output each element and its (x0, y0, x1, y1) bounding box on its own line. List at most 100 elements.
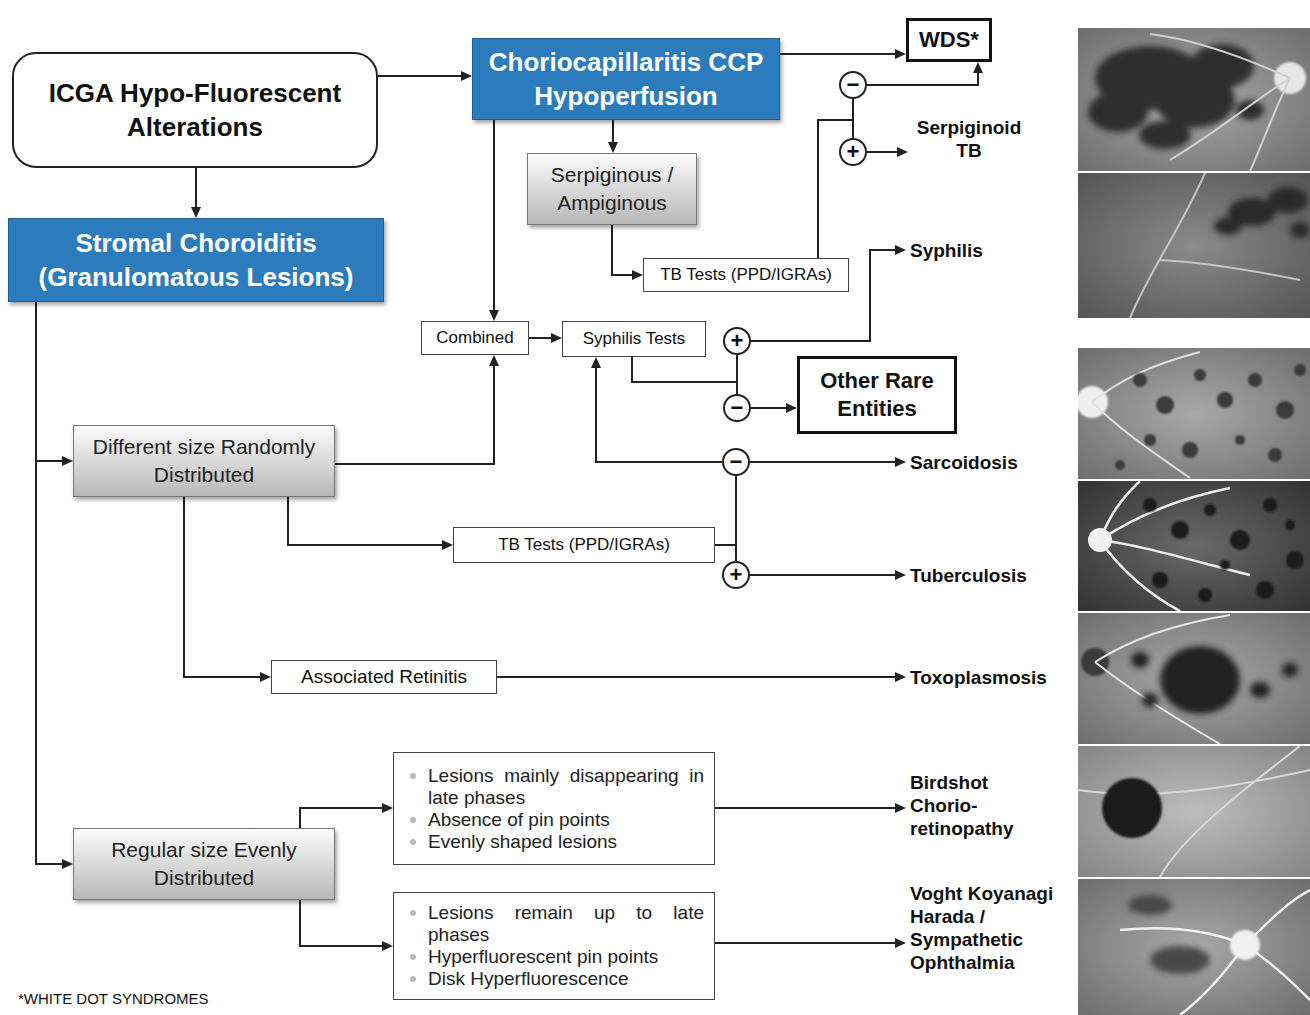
connector-path (36, 302, 63, 864)
connector-path (632, 357, 737, 394)
connector-line (632, 355, 737, 382)
outcome-label: Tuberculosis (906, 564, 1031, 587)
test-box: TB Tests (PPD/IGRAs) (643, 258, 849, 292)
fundus-panel (1078, 348, 1310, 479)
connector-arrow (867, 62, 983, 85)
node-text: − (731, 397, 744, 419)
arrow-head (591, 357, 601, 368)
result-circle: − (723, 394, 751, 422)
connector-arrow (300, 900, 393, 951)
node-text: Associated Retinitis (301, 666, 467, 688)
test-box: TB Tests (PPD/IGRAs) (453, 527, 715, 563)
arrow-head (191, 207, 201, 218)
connector-path (780, 53, 896, 55)
connector-arrow (867, 147, 908, 157)
connector-path (867, 72, 978, 85)
connector-path (715, 942, 896, 944)
step-box: Combined (421, 321, 529, 355)
connector-arrow (751, 403, 797, 413)
step-box: Associated Retinitis (271, 660, 497, 694)
arrow-head (461, 71, 472, 81)
connector-path (612, 225, 633, 275)
connector-arrow (750, 570, 906, 580)
node-text: Regular size Evenly Distributed (92, 836, 316, 892)
connector-path (596, 367, 722, 462)
pattern-box: Serpiginous / Ampiginous (527, 153, 697, 225)
connector-arrow (378, 71, 472, 81)
connector-arrow (529, 333, 562, 343)
connector-path (751, 407, 787, 409)
fundus-panel (1078, 173, 1310, 318)
arrow-head (895, 457, 906, 467)
arrow-head (260, 672, 271, 682)
connector-path (493, 120, 495, 311)
connector-path (750, 461, 896, 463)
outcome-label: Voght Koyanagi Harada / Sympathetic Opht… (906, 882, 1074, 974)
node-text: + (731, 330, 744, 352)
node-text: Hyperfluorescent pin points (402, 946, 704, 968)
node-text: Absence of pin points (402, 809, 704, 831)
fundus-panel (1078, 879, 1310, 1015)
node-text: Syphilis Tests (583, 328, 686, 350)
node-text: Different size Randomly Distributed (92, 433, 316, 489)
arrow-head (895, 803, 906, 813)
connector-arrow (489, 120, 499, 321)
connector-path (378, 75, 462, 77)
connector-path (750, 574, 896, 576)
node-text: Tuberculosis (910, 564, 1027, 587)
connector-path (529, 337, 552, 339)
connector-path (497, 676, 896, 678)
node-text: TB Tests (PPD/IGRAs) (660, 264, 832, 286)
node-text: TB Tests (PPD/IGRAs) (498, 534, 670, 556)
connector-arrow (612, 225, 643, 280)
arrow-head (489, 355, 499, 366)
connector-line (818, 99, 853, 258)
connector-line (715, 476, 736, 545)
connector-arrow (191, 168, 201, 218)
outcome-label: Toxoplasmosis (906, 666, 1051, 689)
criteria-box: Lesions mainly disappearing in late phas… (393, 752, 715, 865)
node-text: ICGA Hypo-Fluorescent Alterations (28, 76, 362, 144)
outcome-label: Syphilis (906, 239, 987, 262)
start-box: ICGA Hypo-Fluorescent Alterations (12, 52, 378, 168)
connector-path (300, 808, 383, 828)
arrow-head (608, 142, 618, 153)
node-text: Choriocapillaritis CCP Hypoperfusion (483, 45, 769, 113)
node-text: Birdshot Chorio- retinopathy (910, 771, 1026, 840)
pattern-box: Regular size Evenly Distributed (73, 828, 335, 900)
arrow-head (442, 540, 453, 550)
connector-line (632, 357, 737, 394)
node-text: Other Rare Entities (808, 367, 946, 423)
node-text: Combined (436, 327, 514, 349)
arrow-head (382, 941, 393, 951)
node-text: Stromal Choroiditis (Granulomatous Lesio… (19, 226, 373, 294)
criteria-box: Lesions remain up to late phasesHyperflu… (393, 892, 715, 1000)
arrow-head (897, 147, 908, 157)
connector-line (715, 545, 736, 561)
connector-path (715, 476, 736, 545)
node-text: + (730, 564, 743, 586)
connector-arrow (715, 938, 906, 948)
node-text: − (847, 74, 860, 96)
connector-arrow (36, 302, 73, 869)
outcome-label: Sarcoidosis (906, 451, 1022, 474)
connector-path (818, 99, 853, 258)
connector-arrow (288, 497, 453, 550)
connector-path (288, 497, 443, 545)
outcome-label: Serpiginoid TB (908, 116, 1030, 162)
connector-arrow (608, 120, 618, 153)
outcome-box: Other Rare Entities (797, 356, 957, 434)
connector-arrow (715, 803, 906, 813)
result-circle: + (722, 561, 750, 589)
pattern-box: Different size Randomly Distributed (73, 425, 335, 497)
result-circle: + (839, 138, 867, 166)
fundus-panel (1078, 746, 1310, 877)
arrow-head (895, 49, 906, 59)
connector-arrow (335, 355, 499, 464)
outcome-box: WDS* (906, 18, 992, 62)
node-text: Disk Hyperfluorescence (402, 968, 704, 990)
arrow-head (895, 938, 906, 948)
arrow-head (382, 803, 393, 813)
node-text: Sarcoidosis (910, 451, 1018, 474)
